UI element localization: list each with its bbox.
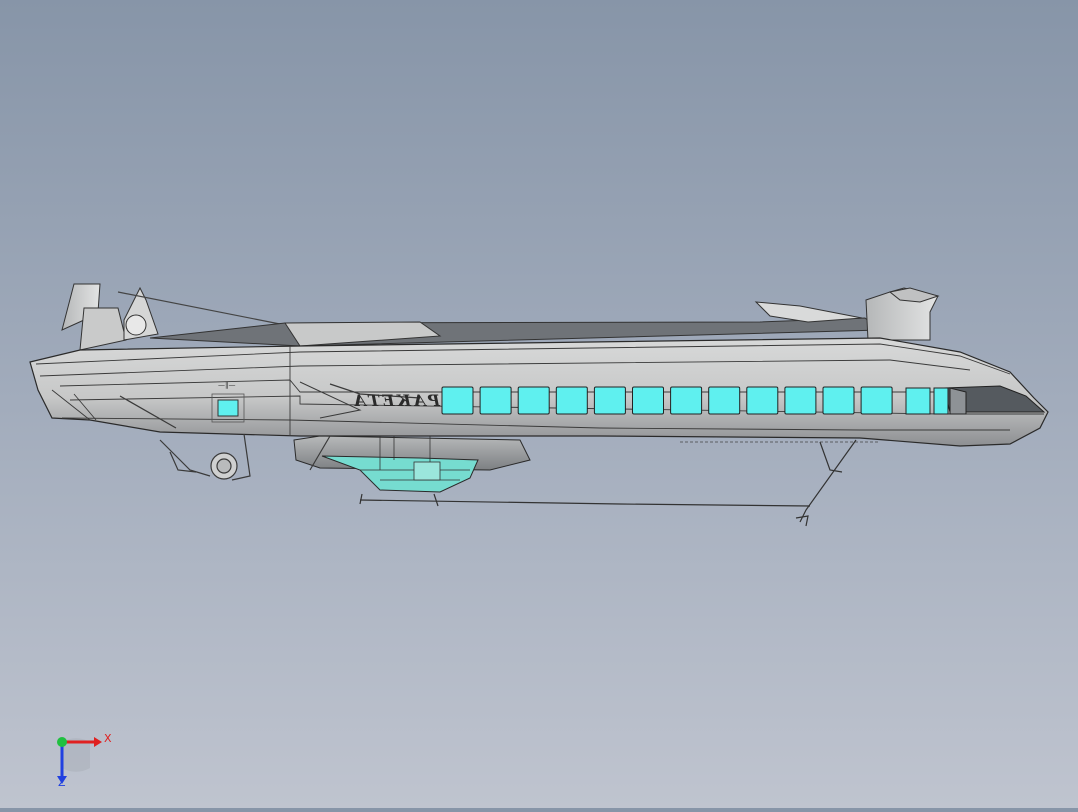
cabin-window [632,386,664,415]
rear-fin [61,283,101,331]
x-axis-label: X [104,732,112,745]
cabin-window [708,386,741,415]
z-axis-label: Z [58,776,66,789]
cabin-windows [441,386,893,415]
forward-foil [359,439,857,527]
svg-text:—‖—: —‖— [218,381,236,389]
bow-window-a [905,387,931,415]
forward-wing [754,301,863,323]
cabin-window [555,386,588,415]
bow-window-b [933,387,949,415]
coordinate-triad: X Z [46,728,116,792]
cabin-window [670,386,703,415]
hull-lettering: РАКЕТА [351,391,441,410]
cabin-window [517,386,550,415]
cabin-window [479,386,512,415]
cabin-window [593,386,626,415]
cabin-window [784,386,817,415]
glass-underside [321,455,479,493]
rear-housing [79,307,127,351]
aft-foil [119,395,331,481]
aft-porthole [217,399,239,417]
cabin-window [822,386,855,415]
cabin-window [860,386,893,415]
triad-graphic [57,737,102,784]
cabin-window [746,386,779,415]
y-axis-origin [57,737,67,747]
cabin-window [441,386,474,415]
